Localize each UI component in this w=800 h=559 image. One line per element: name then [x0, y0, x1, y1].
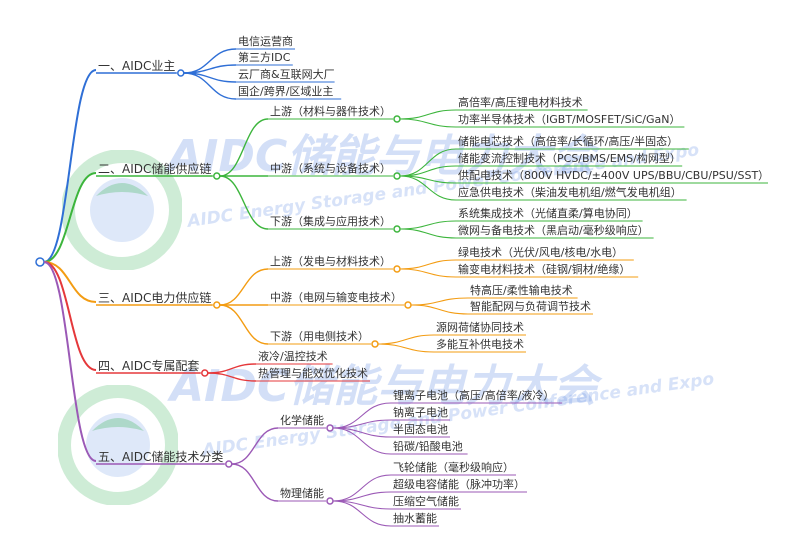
collapse-toggle-icon[interactable]: [213, 172, 221, 180]
mindmap-edge: [377, 334, 435, 345]
collapse-toggle-icon[interactable]: [225, 460, 233, 468]
mindmap-edge: [399, 118, 457, 128]
mindmap-edge: [399, 228, 457, 239]
mindmap-edge: [43, 261, 97, 371]
mindmap-edge: [219, 304, 269, 345]
mindmap-edge: [219, 118, 269, 177]
leaf-node[interactable]: 输变电材料技术（硅钢/铜材/绝缘）: [458, 263, 631, 276]
subbranch-node[interactable]: 物理储能: [280, 487, 324, 500]
leaf-node[interactable]: 国企/跨界/区域业主: [238, 85, 334, 98]
collapse-toggle-icon[interactable]: [393, 265, 401, 273]
mindmap-edge: [399, 148, 457, 177]
branch-node[interactable]: 四、AIDC专属配套: [98, 359, 200, 373]
leaf-node[interactable]: 供配电技术（800V HVDC/±400V UPS/BBU/CBU/PSU/SS…: [458, 169, 770, 182]
mindmap-edge: [207, 372, 257, 382]
branch-node[interactable]: 一、AIDC业主: [98, 59, 176, 73]
leaf-node[interactable]: 功率半导体技术（IGBT/MOSFET/SiC/GaN）: [458, 113, 681, 126]
mindmap-edge: [43, 69, 97, 263]
leaf-node[interactable]: 储能电芯技术（高倍率/长循环/高压/半固态）: [458, 135, 679, 148]
subbranch-node[interactable]: 上游（材料与器件技术）: [270, 105, 391, 118]
subbranch-node[interactable]: 中游（系统与设备技术）: [270, 162, 391, 175]
collapse-toggle-icon[interactable]: [393, 115, 401, 123]
collapse-toggle-icon[interactable]: [177, 69, 185, 77]
collapse-toggle-icon[interactable]: [393, 225, 401, 233]
subbranch-node[interactable]: 下游（集成与应用技术）: [270, 215, 391, 228]
mindmap-edge: [399, 220, 457, 230]
leaf-node[interactable]: 锂离子电池（高压/高倍率/液冷）: [393, 389, 555, 402]
branch-node[interactable]: 五、AIDC储能技术分类: [98, 450, 224, 464]
mindmap-edge: [43, 172, 97, 263]
leaf-node[interactable]: 智能配网与负荷调节技术: [470, 300, 591, 313]
leaf-node[interactable]: 钠离子电池: [393, 406, 448, 419]
collapse-toggle-icon[interactable]: [213, 301, 221, 309]
mindmap-edge: [219, 268, 269, 306]
mindmap-edge: [231, 463, 279, 502]
leaf-node[interactable]: 应急供电技术（柴油发电机组/燃气发电机组）: [458, 186, 682, 199]
mindmap-edge: [231, 427, 279, 465]
leaf-node[interactable]: 云厂商&互联网大厂: [238, 68, 335, 81]
mindmap-edge: [377, 343, 435, 353]
collapse-toggle-icon[interactable]: [326, 497, 334, 505]
leaf-node[interactable]: 铅碳/铅酸电池: [393, 440, 463, 453]
leaf-node[interactable]: 飞轮储能（毫秒级响应）: [393, 461, 514, 474]
subbranch-node[interactable]: 上游（发电与材料技术）: [270, 255, 391, 268]
collapse-toggle-icon[interactable]: [393, 172, 401, 180]
collapse-toggle-icon[interactable]: [326, 424, 334, 432]
subbranch-node[interactable]: 下游（用电侧技术）: [270, 330, 369, 343]
leaf-node[interactable]: 绿电技术（光伏/风电/核电/水电）: [458, 246, 624, 259]
leaf-node[interactable]: 抽水蓄能: [393, 512, 437, 525]
collapse-toggle-icon[interactable]: [35, 257, 45, 267]
leaf-node[interactable]: 微网与备电技术（黑启动/毫秒级响应）: [458, 224, 649, 237]
mindmap-edge: [410, 297, 469, 306]
mindmap-edge: [332, 474, 392, 502]
leaf-node[interactable]: 热管理与能效优化技术: [258, 367, 368, 380]
branch-node[interactable]: 二、AIDC储能供应链: [98, 162, 212, 176]
leaf-node[interactable]: 储能变流控制技术（PCS/BMS/EMS/构网型）: [458, 152, 681, 165]
mindmap-edge: [399, 268, 457, 278]
watermark-logo-icon: [62, 150, 182, 270]
mindmap-edge: [399, 109, 457, 120]
mindmap-edge: [183, 72, 237, 100]
mindmap-edge: [207, 363, 257, 374]
mindmap-edge: [332, 427, 392, 455]
collapse-toggle-icon[interactable]: [371, 340, 379, 348]
leaf-node[interactable]: 第三方IDC: [238, 51, 291, 64]
leaf-node[interactable]: 电信运营商: [238, 35, 293, 48]
subbranch-node[interactable]: 化学储能: [280, 414, 324, 427]
leaf-node[interactable]: 源网荷储协同技术: [436, 321, 524, 334]
branch-node[interactable]: 三、AIDC电力供应链: [98, 291, 212, 305]
collapse-toggle-icon[interactable]: [404, 301, 412, 309]
leaf-node[interactable]: 压缩空气储能: [393, 495, 459, 508]
mindmap-edge: [410, 304, 469, 315]
leaf-node[interactable]: 高倍率/高压锂电材料技术: [458, 96, 583, 109]
leaf-node[interactable]: 半固态电池: [393, 423, 448, 436]
mindmap-edge: [399, 175, 457, 201]
subbranch-node[interactable]: 中游（电网与输变电技术）: [270, 291, 402, 304]
mindmap-edge: [43, 261, 97, 303]
collapse-toggle-icon[interactable]: [201, 369, 209, 377]
mindmap-edge: [332, 500, 392, 527]
leaf-node[interactable]: 液冷/温控技术: [258, 350, 328, 363]
leaf-node[interactable]: 多能互补供电技术: [436, 338, 524, 351]
leaf-node[interactable]: 超级电容储能（脉冲功率）: [393, 478, 525, 491]
leaf-node[interactable]: 系统集成技术（光储直柔/算电协同）: [458, 207, 638, 220]
watermark-logo-icon: [58, 385, 178, 505]
mindmap-edge: [399, 259, 457, 270]
mindmap-edge: [43, 261, 97, 462]
mindmap-edge: [219, 175, 269, 230]
leaf-node[interactable]: 特高压/柔性输电技术: [470, 284, 573, 297]
